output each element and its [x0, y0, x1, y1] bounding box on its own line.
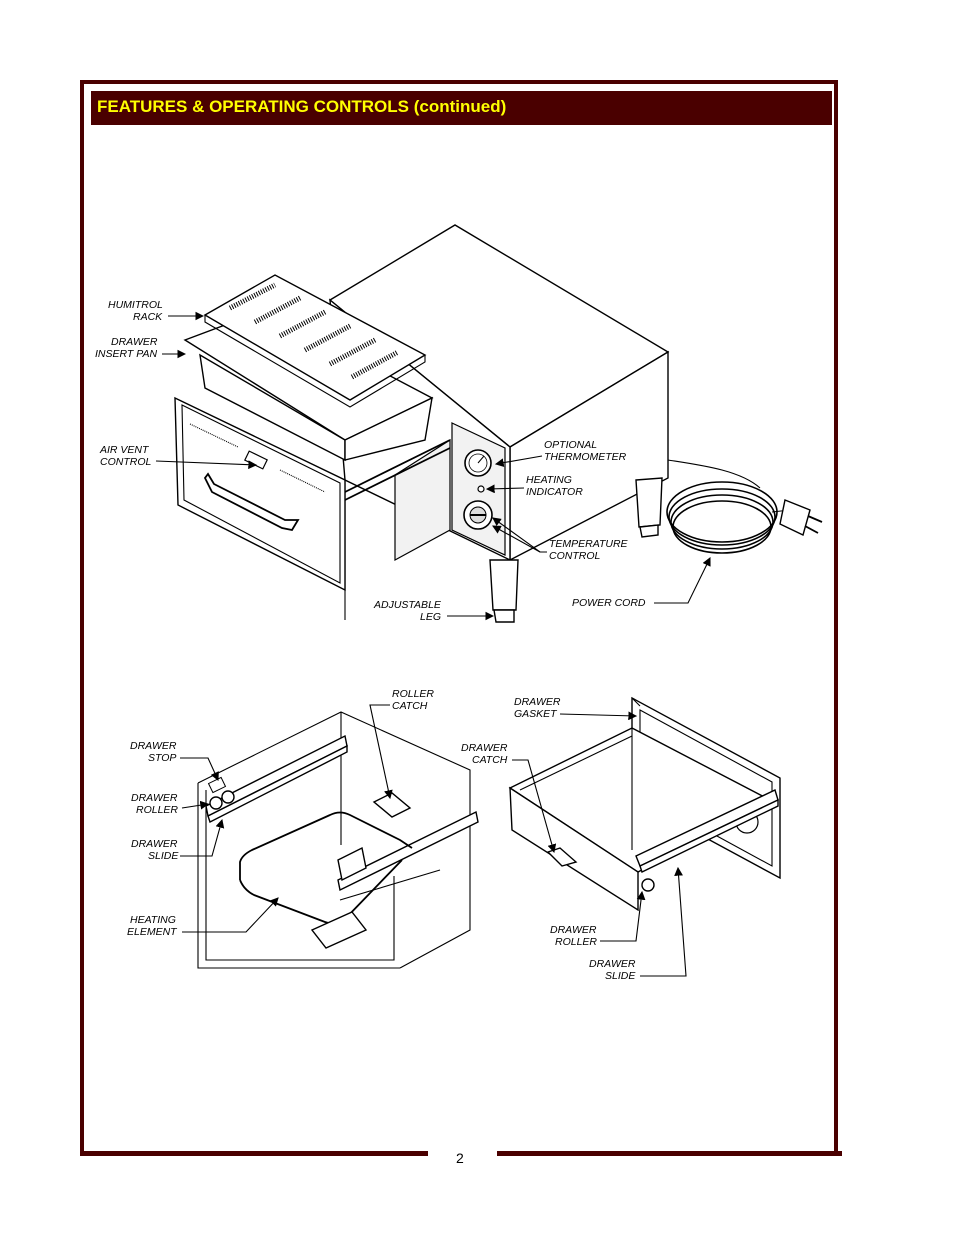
label-drawer-stop-2: STOP: [148, 752, 176, 764]
humitrol-rack-icon: [203, 274, 427, 408]
label-temperature-control-2: CONTROL: [549, 550, 600, 562]
label-adjustable-leg-2: LEG: [420, 611, 441, 623]
label-heating-indicator-2: INDICATOR: [526, 486, 583, 498]
label-drawer-roller-2: ROLLER: [136, 804, 178, 816]
page-frame: [80, 80, 838, 1151]
label-drawer-slide-3-2: SLIDE: [605, 970, 636, 982]
label-humitrol-rack-2: RACK: [133, 311, 163, 323]
figure1-labels: HUMITROL RACK DRAWER INSERT PAN AIR VENT…: [95, 299, 711, 623]
label-drawer-slide-1: DRAWER: [131, 838, 178, 850]
cabinet-interior-illustration: [197, 711, 479, 969]
indicator-light-icon: [477, 485, 485, 493]
label-drawer-catch-1: DRAWER: [461, 742, 508, 754]
temperature-knob-icon: [463, 500, 493, 530]
label-drawer-insert-pan-1: DRAWER: [111, 336, 158, 348]
label-drawer-catch-2: CATCH: [472, 754, 508, 766]
label-roller-catch-2: CATCH: [392, 700, 428, 712]
figure2-labels: ROLLER CATCH DRAWER STOP DRAWER ROLLER D…: [127, 688, 434, 938]
label-temperature-control-1: TEMPERATURE: [549, 538, 629, 550]
label-optional-thermometer-2: THERMOMETER: [544, 451, 627, 463]
label-drawer-gasket-2: GASKET: [514, 708, 558, 720]
label-roller-catch-1: ROLLER: [392, 688, 434, 700]
label-drawer-roller-1: DRAWER: [131, 792, 178, 804]
warmer-unit-illustration: [174, 224, 823, 623]
drawer-assembly-illustration: [508, 696, 781, 912]
label-heating-indicator-1: HEATING: [526, 474, 572, 486]
section-title: FEATURES & OPERATING CONTROLS (continued…: [97, 97, 507, 116]
page-number: 2: [456, 1150, 464, 1166]
thermometer-icon: [464, 449, 492, 477]
power-cord-icon: [666, 459, 823, 554]
bottom-rule-right: [497, 1151, 842, 1156]
figure3-labels: DRAWER GASKET DRAWER CATCH DRAWER ROLLER…: [461, 696, 687, 982]
bottom-rule-left: [80, 1151, 428, 1156]
label-heating-element-2: ELEMENT: [127, 926, 178, 938]
label-drawer-gasket-1: DRAWER: [514, 696, 561, 708]
section-header: FEATURES & OPERATING CONTROLS (continued…: [91, 91, 832, 125]
label-air-vent-control-1: AIR VENT: [99, 444, 150, 456]
label-heating-element-1: HEATING: [130, 914, 176, 926]
label-drawer-insert-pan-2: INSERT PAN: [95, 348, 157, 360]
label-air-vent-control-2: CONTROL: [100, 456, 151, 468]
label-drawer-slide-2: SLIDE: [148, 850, 179, 862]
label-power-cord: POWER CORD: [572, 597, 646, 609]
label-drawer-roller-3-1: DRAWER: [550, 924, 597, 936]
label-drawer-slide-3-1: DRAWER: [589, 958, 636, 970]
label-humitrol-rack-1: HUMITROL: [108, 299, 163, 311]
label-drawer-roller-3-2: ROLLER: [555, 936, 597, 948]
label-drawer-stop-1: DRAWER: [130, 740, 177, 752]
label-optional-thermometer-1: OPTIONAL: [544, 439, 597, 451]
label-adjustable-leg-1: ADJUSTABLE: [373, 599, 442, 611]
